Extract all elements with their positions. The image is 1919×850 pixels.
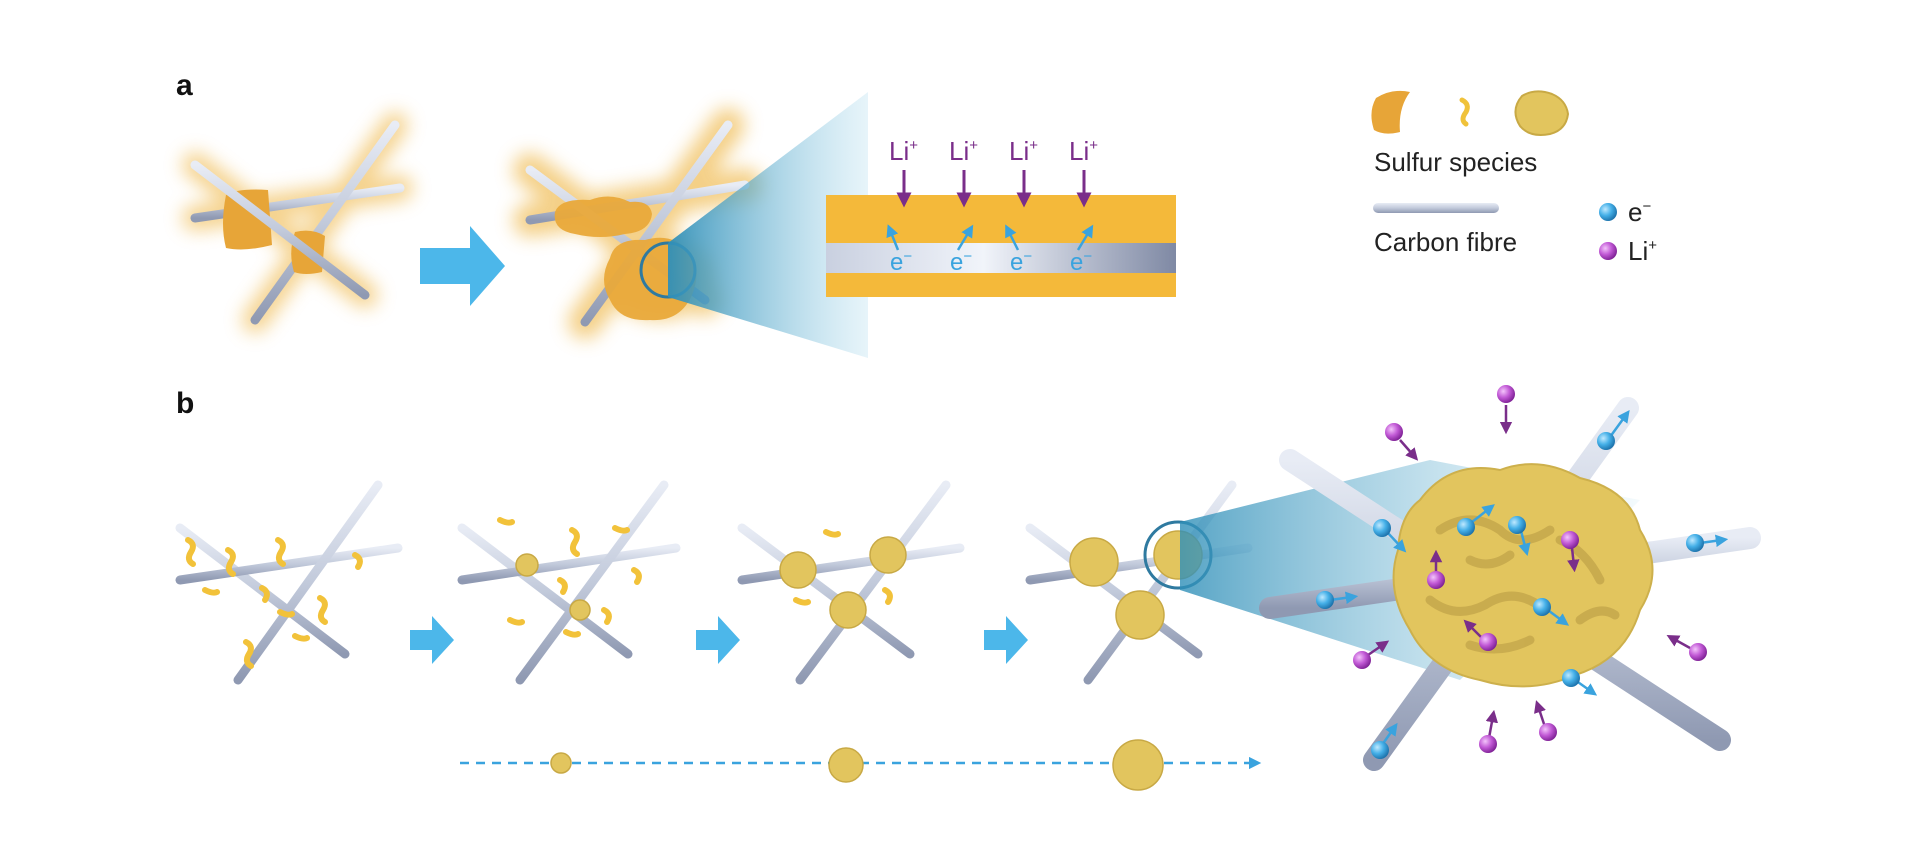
lithium-icon [1497,385,1515,403]
electron-icon [1371,741,1389,759]
process-arrow-b1 [410,616,454,664]
legend-sulfur-chunk-icon [1371,90,1410,134]
li-label: Li+ [1009,136,1038,166]
lithium-ions-b [1353,385,1707,753]
electron-icon [1686,534,1704,552]
sulfur-coating-lump [554,196,652,237]
panel-b-stage-3 [737,480,965,685]
electron-icon [1508,516,1526,534]
panel-b-stage-2 [457,480,681,685]
legend-electron-icon [1599,203,1617,221]
legend: Sulfur species Carbon fibre e− Li+ [1371,90,1657,266]
electron-icon [1562,669,1580,687]
legend-carbon-fibre-icon [1373,203,1499,213]
panel-label-a: a [176,69,193,102]
li-ion-labels-a: Li+ Li+ Li+ Li+ [889,136,1098,208]
zoom-cone-a [668,92,868,358]
lithium-icon [1427,571,1445,589]
legend-carbon-label: Carbon fibre [1374,227,1517,257]
electron-label: e− [1070,248,1092,276]
electron-label: e− [890,248,912,276]
process-arrow-b3 [984,616,1028,664]
process-arrow-b2 [696,616,740,664]
sulfur-chunk-shape [223,189,272,250]
lithium-icon [1561,531,1579,549]
electron-icon [1373,519,1391,537]
li-label: Li+ [949,136,978,166]
legend-electron-label: e− [1628,197,1651,227]
lithium-icon [1385,423,1403,441]
legend-sulfur-label: Sulfur species [1374,147,1537,177]
lithium-icon [1689,643,1707,661]
coated-fibre-cross-section [826,195,1176,297]
legend-sulfur-cluster-icon [1514,90,1570,136]
legend-sulfur-chain-icon [1459,97,1470,127]
electron-icon [1316,591,1334,609]
electron-icon [1533,598,1551,616]
lithium-icon [1539,723,1557,741]
electrons-b [1316,409,1729,759]
process-arrow-a [420,226,505,306]
electron-icon [1457,518,1475,536]
panel-b-stage-1 [175,480,403,685]
panel-a-fibre-network-initial [182,112,413,333]
legend-lithium-label: Li+ [1628,236,1657,266]
growth-timeline [460,739,1262,791]
lithium-icon [1479,633,1497,651]
li-label: Li+ [889,136,918,166]
lithium-icon [1479,735,1497,753]
electron-label: e− [1010,248,1032,276]
lithium-icon [1353,651,1371,669]
electron-label: e− [950,248,972,276]
electron-labels-a: e− e− e− e− [886,224,1094,276]
li-label: Li+ [1069,136,1098,166]
panel-label-b: b [176,387,194,420]
legend-lithium-icon [1599,242,1617,260]
electron-icon [1597,432,1615,450]
